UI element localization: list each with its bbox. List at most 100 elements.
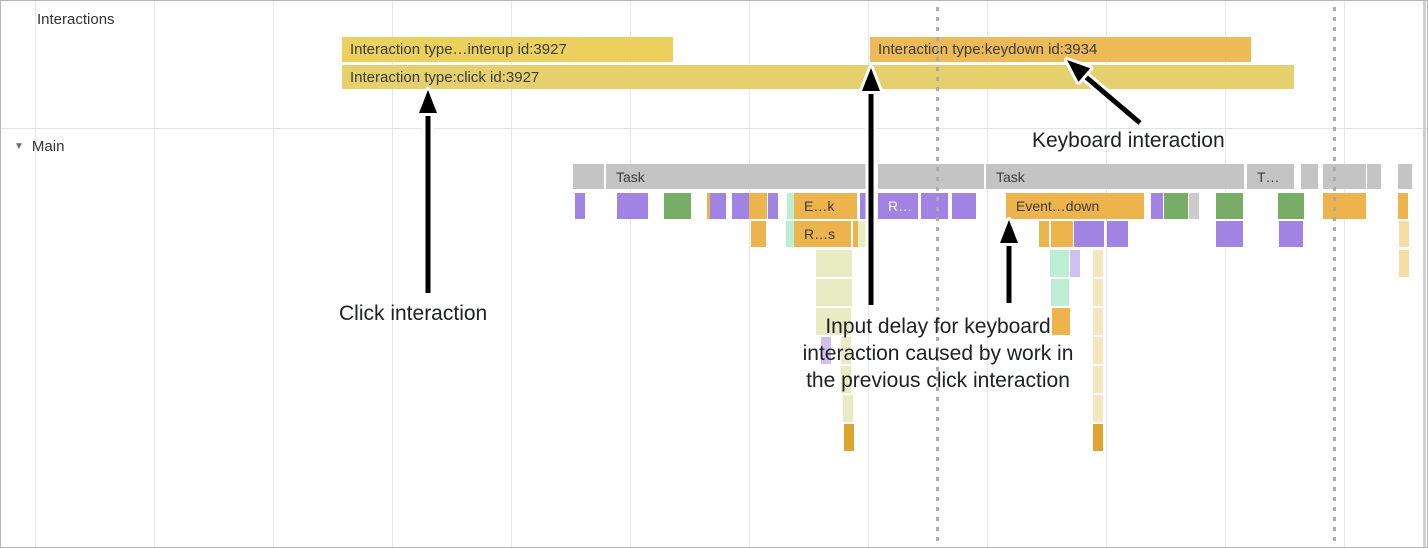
- grid-line: [630, 1, 631, 547]
- flame-bar-sliver[interactable]: [1093, 279, 1103, 306]
- flame-bar-sliver[interactable]: [749, 193, 767, 219]
- flame-bar-sliver[interactable]: [878, 164, 984, 189]
- flame-bar-label: T…: [1257, 168, 1280, 185]
- flame-bar-sliver[interactable]: [768, 193, 778, 219]
- interaction-bar[interactable]: Interaction type:click id:3927: [342, 65, 1294, 89]
- interaction-bar-label: Interaction type:click id:3927: [350, 68, 540, 86]
- flame-bar-sliver[interactable]: [921, 193, 948, 219]
- flame-bar-sliver[interactable]: [816, 308, 851, 335]
- flame-bar-sliver[interactable]: [1093, 395, 1103, 422]
- flame-bar-sliver[interactable]: [841, 366, 851, 393]
- flame-bar-label: E…k: [804, 198, 835, 214]
- interaction-bar-label: Interaction type:keydown id:3934: [878, 41, 1098, 58]
- right-edge-band: [1423, 1, 1426, 547]
- flame-bar-sliver[interactable]: [1039, 221, 1049, 247]
- track-separator: [1, 128, 1427, 129]
- main-track-header[interactable]: ▼ Main: [14, 138, 64, 155]
- flame-bar-sliver[interactable]: [1093, 366, 1103, 393]
- flame-bar-sliver[interactable]: [751, 221, 766, 247]
- flame-bar-sliver[interactable]: [1371, 164, 1381, 189]
- flame-bar-sliver[interactable]: [575, 193, 585, 219]
- grid-line: [1225, 1, 1226, 547]
- flame-bar-sliver[interactable]: [816, 279, 852, 306]
- flame-bar-sliver[interactable]: [1074, 221, 1104, 247]
- flame-bar-sliver[interactable]: [1093, 424, 1103, 451]
- flame-bar-sliver[interactable]: [621, 193, 648, 219]
- interaction-bar-label: Interaction type…interup id:3927: [350, 41, 567, 58]
- flame-bar-label: R…: [888, 198, 913, 214]
- flame-bar-sliver[interactable]: [1398, 193, 1408, 219]
- flame-bar-sliver[interactable]: [1399, 221, 1409, 247]
- flame-bar-sliver[interactable]: [1216, 221, 1243, 247]
- flame-bar[interactable]: E…k: [794, 193, 857, 219]
- flame-bar[interactable]: Task: [606, 164, 869, 189]
- flame-bar-sliver[interactable]: [1301, 164, 1311, 189]
- flame-bar-sliver[interactable]: [1093, 308, 1103, 335]
- flame-bar-sliver[interactable]: [821, 337, 831, 364]
- click-annotation-text: Click interaction: [339, 302, 488, 325]
- flame-bar-sliver[interactable]: [844, 424, 854, 451]
- click-annotation-arrow: [416, 87, 440, 294]
- grid-line: [273, 1, 274, 547]
- flame-bar-sliver[interactable]: [1050, 250, 1069, 277]
- flame-bar-label: Task: [616, 168, 645, 185]
- flame-bar[interactable]: R…: [878, 193, 918, 219]
- flame-bar-sliver[interactable]: [858, 221, 868, 247]
- flame-bar-sliver[interactable]: [860, 193, 870, 219]
- flame-bar-sliver[interactable]: [1278, 193, 1304, 219]
- flame-bar-sliver[interactable]: [1279, 221, 1303, 247]
- flame-bar-label: Event…down: [1016, 198, 1100, 214]
- grid-line: [749, 1, 750, 547]
- flame-bar-sliver[interactable]: [1216, 193, 1243, 219]
- guide-dotted-line: [936, 7, 939, 547]
- flame-bar-sliver[interactable]: [1323, 193, 1366, 219]
- flame-bar-sliver[interactable]: [952, 193, 976, 219]
- flame-bar-sliver[interactable]: [1308, 164, 1318, 189]
- flame-bar-sliver[interactable]: [741, 193, 751, 219]
- grid-line: [1106, 1, 1107, 547]
- interactions-track-label: Interactions: [37, 11, 115, 28]
- flame-bar[interactable]: T…: [1247, 164, 1294, 189]
- flame-bar-sliver[interactable]: [1402, 164, 1412, 189]
- event-keydown-annotation-arrow: [997, 217, 1021, 304]
- interaction-bar[interactable]: Interaction type:keydown id:3934: [870, 37, 1251, 62]
- grid-line: [987, 1, 988, 547]
- flame-bar-sliver[interactable]: [1107, 221, 1128, 247]
- grid-line: [35, 1, 36, 547]
- flame-bar-sliver[interactable]: [710, 193, 726, 219]
- flame-bar[interactable]: R…s: [794, 221, 851, 247]
- flame-bar-sliver[interactable]: [1164, 193, 1188, 219]
- flame-bar-sliver[interactable]: [1189, 193, 1199, 219]
- flame-bar-sliver[interactable]: [573, 164, 604, 189]
- flame-bar-sliver[interactable]: [1070, 250, 1080, 277]
- input-delay-line: Input delay for keyboard: [825, 315, 1051, 338]
- grid-line: [1344, 1, 1345, 547]
- flame-bar-sliver[interactable]: [1052, 308, 1070, 335]
- flame-bar-sliver[interactable]: [1151, 193, 1163, 219]
- grid-line: [511, 1, 512, 547]
- flame-bar-sliver[interactable]: [843, 395, 853, 422]
- main-track-label: Main: [31, 138, 65, 155]
- flame-bar-sliver[interactable]: [1051, 279, 1069, 306]
- flame-bar[interactable]: Event…down: [1006, 193, 1144, 219]
- collapse-triangle-icon[interactable]: ▼: [14, 140, 24, 152]
- flame-bar[interactable]: Task: [986, 164, 1244, 189]
- flame-bar-sliver[interactable]: [664, 193, 691, 219]
- flame-bar-sliver[interactable]: [816, 250, 852, 277]
- flame-bar-sliver[interactable]: [786, 221, 796, 247]
- input-delay-line: interaction caused by work in: [802, 342, 1074, 365]
- flame-bar-sliver[interactable]: [1323, 164, 1366, 189]
- flame-bar-sliver[interactable]: [1399, 250, 1409, 277]
- keyboard-annotation-text: Keyboard interaction: [1032, 129, 1225, 152]
- flame-bar-sliver[interactable]: [1093, 250, 1103, 277]
- flame-bar-sliver[interactable]: [787, 193, 797, 219]
- input-delay-line: the previous click interaction: [806, 369, 1070, 392]
- flame-bar-sliver[interactable]: [1051, 221, 1073, 247]
- input-delay-annotation-text: Input delay for keyboard interaction cau…: [758, 313, 1118, 394]
- flame-bar-label: Task: [996, 168, 1025, 185]
- guide-dotted-line: [1333, 7, 1336, 547]
- flame-bar-sliver[interactable]: [1093, 337, 1103, 364]
- interaction-bar[interactable]: Interaction type…interup id:3927: [342, 37, 673, 62]
- flame-bar-sliver[interactable]: [841, 337, 851, 364]
